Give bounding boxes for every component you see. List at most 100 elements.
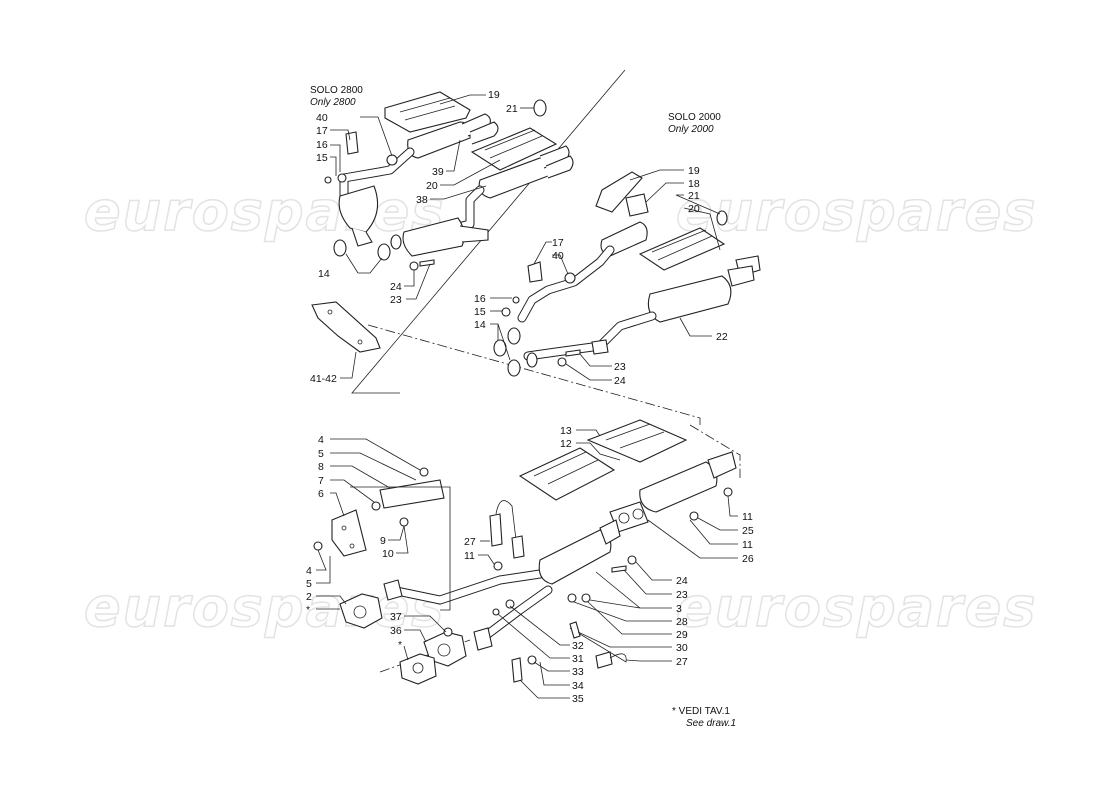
label-14-right: 14	[474, 319, 486, 331]
label-24-right: 24	[614, 375, 626, 387]
note-see-drawing-it: * VEDI TAV.1	[672, 706, 730, 717]
bolt-23-lower	[611, 565, 627, 573]
label-32: 32	[572, 640, 584, 652]
part-labels: 40 17 16 15 19 21 39 20 38 14 24 23 41-4…	[306, 89, 754, 705]
note-solo-2000-en: Only 2000	[668, 124, 714, 135]
label-23-lower: 23	[676, 589, 688, 601]
label-26: 26	[742, 553, 754, 565]
upper-right-assembly	[493, 171, 761, 377]
exhaust-flange-right	[473, 627, 493, 651]
label-36: 36	[390, 625, 402, 637]
nut-4-lower	[313, 541, 323, 551]
bolt-9	[399, 517, 409, 527]
heat-shield-12	[518, 447, 616, 501]
label-23-left: 23	[390, 294, 402, 306]
label-27-lower: 27	[676, 656, 688, 668]
label-41-42: 41-42	[310, 373, 337, 385]
alignment-line-upper	[367, 324, 701, 425]
heat-shield-19-left	[384, 91, 471, 133]
label-15-right: 15	[474, 306, 486, 318]
label-19-left: 19	[488, 89, 500, 101]
lower-assembly	[313, 419, 737, 685]
label-29: 29	[676, 629, 688, 641]
label-20-right: 20	[688, 203, 700, 215]
nut-24-lower	[627, 555, 637, 565]
note-solo-2000: SOLO 2000 Only 2000	[668, 112, 721, 136]
label-4-lower: 4	[306, 565, 312, 577]
oxygen-sensor-upper	[489, 513, 503, 547]
label-28: 28	[676, 616, 688, 628]
label-30: 30	[676, 642, 688, 654]
label-10: 10	[382, 548, 394, 560]
label-12: 12	[560, 438, 572, 450]
label-25: 25	[742, 525, 754, 537]
nut-24-left	[409, 261, 419, 271]
label-40-left: 40	[316, 112, 328, 124]
label-33: 33	[572, 666, 584, 678]
nut-40-right	[564, 272, 576, 284]
exhaust-flange-left	[383, 579, 403, 601]
silencer-rear-2800	[402, 217, 465, 257]
pipe-bracket-18	[625, 193, 649, 217]
upper-left-assembly	[311, 91, 574, 353]
nut-40-left	[386, 154, 398, 166]
stud-35	[511, 657, 523, 683]
bracket-41-42	[311, 301, 381, 353]
bracket-17-right	[527, 261, 543, 283]
label-star-left: *	[306, 604, 310, 616]
label-18: 18	[688, 178, 700, 190]
note-solo-2000-it: SOLO 2000	[668, 112, 721, 123]
label-11-right: 11	[742, 511, 753, 523]
heat-shield-19-right	[595, 171, 643, 213]
manifold-gasket-2	[339, 593, 383, 629]
nut-11-right	[689, 511, 699, 521]
silencer-22	[647, 275, 732, 323]
label-13: 13	[560, 425, 572, 437]
alignment-line-lower	[689, 424, 741, 478]
label-37: 37	[390, 611, 402, 623]
bracket-17-left	[345, 131, 359, 155]
label-24-lower: 24	[676, 575, 688, 587]
nut-11-far-right	[723, 487, 733, 497]
bolt-15-left	[337, 173, 347, 183]
washer-16-left	[324, 176, 332, 184]
gasket-14-left-b	[377, 243, 391, 261]
label-5-upper: 5	[318, 448, 324, 460]
heat-shield-20-left	[470, 127, 558, 171]
label-40-right: 40	[552, 250, 564, 262]
label-17-right: 17	[552, 237, 564, 249]
label-11-lower: 11	[464, 550, 475, 562]
nut-3	[581, 593, 591, 603]
label-15-left: 15	[316, 152, 328, 164]
label-27-upper: 27	[464, 536, 476, 548]
washer-16-right	[512, 296, 520, 304]
leader-lines	[316, 94, 738, 699]
label-34: 34	[572, 680, 584, 692]
label-35: 35	[572, 693, 584, 705]
heat-shield-13	[586, 419, 688, 463]
label-16-right: 16	[474, 293, 486, 305]
label-20-left: 20	[426, 180, 438, 192]
label-38: 38	[416, 194, 428, 206]
gasket-14-right-b	[507, 359, 521, 377]
label-24-left: 24	[390, 281, 402, 293]
note-see-drawing-en: See draw.1	[686, 718, 737, 729]
label-14-left: 14	[318, 268, 330, 280]
mounting-plate-8	[379, 479, 445, 509]
nut-37	[443, 627, 453, 637]
bolt-15-right	[501, 307, 511, 317]
label-4-upper: 4	[318, 434, 324, 446]
label-17-left: 17	[316, 125, 328, 137]
gasket-21-right	[716, 210, 728, 226]
label-23-right: 23	[614, 361, 626, 373]
label-21-left: 21	[506, 103, 518, 115]
bolt-23-left	[419, 259, 435, 267]
label-21-right: 21	[688, 190, 700, 202]
label-8: 8	[318, 461, 324, 473]
washer-28	[567, 593, 577, 603]
nut-11-lower	[493, 561, 503, 571]
label-6: 6	[318, 488, 324, 500]
bracket-6	[331, 509, 367, 557]
